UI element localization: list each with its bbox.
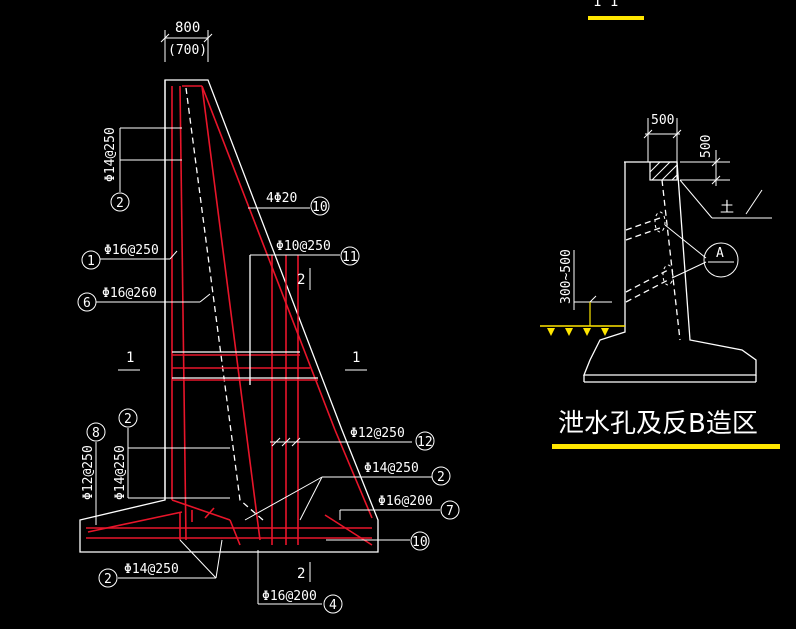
marker-2-mid: 2 bbox=[124, 412, 132, 427]
wall-dashed-line bbox=[185, 87, 264, 521]
marker-2-bottom: 2 bbox=[104, 572, 112, 587]
marker-4: 4 bbox=[329, 598, 337, 613]
callout-bar-10-bottom: 10 bbox=[326, 531, 430, 551]
reinforcement-bars bbox=[86, 85, 373, 546]
section-2-bottom-label: 2 bbox=[297, 566, 305, 582]
detail-header-underline bbox=[588, 16, 644, 20]
top-width-alt-value: (700) bbox=[168, 43, 207, 58]
bar-2-bottom-note: Φ14@250 bbox=[124, 562, 179, 577]
marker-12: 12 bbox=[417, 435, 433, 450]
section-2-top-label: 2 bbox=[297, 272, 305, 288]
detail-dim-vertical: 300~500 bbox=[559, 249, 574, 304]
marker-8: 8 bbox=[92, 426, 100, 441]
top-width-dimension: 800 (700) bbox=[160, 20, 213, 62]
callout-bar-8: 8 Φ12@250 bbox=[81, 422, 106, 525]
bar-8-note: Φ12@250 bbox=[81, 445, 96, 500]
bar-1-note: Φ16@250 bbox=[104, 243, 159, 258]
marker-10-bottom: 10 bbox=[412, 535, 428, 550]
detail-dim-top: 500 bbox=[651, 113, 674, 128]
callout-bar-2-bottom: Φ14@250 2 bbox=[98, 539, 223, 588]
detail-dim-side: 500 bbox=[699, 135, 714, 158]
callout-bar-2-top: Φ14@250 2 bbox=[103, 127, 182, 212]
marker-2-top: 2 bbox=[116, 196, 124, 211]
drain-pipe-upper bbox=[625, 217, 661, 231]
callout-bar-1: Φ16@250 1 bbox=[81, 243, 178, 270]
callout-bar-4: Φ16@200 4 bbox=[257, 550, 343, 614]
detail-soil-label: 土 bbox=[720, 200, 734, 216]
detail-callout-circle bbox=[703, 242, 739, 278]
callout-bar-2-right: Φ14@250 2 bbox=[244, 461, 451, 521]
marker-11: 11 bbox=[342, 250, 358, 265]
marker-10-top: 10 bbox=[312, 200, 328, 215]
callout-bar-7: Φ16@200 7 bbox=[339, 494, 460, 520]
marker-7: 7 bbox=[446, 504, 454, 519]
retaining-wall-section: 800 (700) bbox=[77, 20, 460, 614]
detail-inner-dash bbox=[661, 179, 681, 341]
bar-2-right-note: Φ14@250 bbox=[364, 461, 419, 476]
section-1-left-label: 1 bbox=[126, 350, 134, 366]
callout-bar-10-top: 4Φ20 10 bbox=[248, 191, 330, 216]
marker-6: 6 bbox=[83, 296, 91, 311]
bar-10-note: 4Φ20 bbox=[266, 191, 297, 206]
wall-concrete-outline bbox=[79, 79, 379, 553]
detail-wall-outline bbox=[583, 161, 757, 376]
bar-12-note: Φ12@250 bbox=[350, 426, 405, 441]
detail-title: 泄水孔及反B造区 bbox=[558, 409, 758, 439]
top-width-value: 800 bbox=[175, 20, 200, 36]
bar-7-note: Φ16@200 bbox=[378, 494, 433, 509]
callout-bar-6: Φ16@260 6 bbox=[77, 286, 211, 312]
callout-bar-12: Φ12@250 12 bbox=[270, 426, 435, 451]
bar-2-mid-note: Φ14@250 bbox=[113, 445, 128, 500]
detail-title-underline bbox=[552, 444, 780, 449]
drain-pipe-lower bbox=[625, 269, 669, 293]
water-level-markers bbox=[547, 328, 609, 336]
marker-2-right: 2 bbox=[437, 470, 445, 485]
bar-4-note: Φ16@200 bbox=[262, 589, 317, 604]
bar-11-note: Φ10@250 bbox=[276, 239, 331, 254]
bar-2-top-note: Φ14@250 bbox=[103, 127, 118, 182]
detail-callout-letter: A bbox=[716, 246, 724, 261]
drain-hole-detail: 1 1 500 500 bbox=[540, 0, 780, 449]
section-1-right-label: 1 bbox=[352, 350, 360, 366]
bar-6-note: Φ16@260 bbox=[102, 286, 157, 301]
callout-bar-2-mid: 2 Φ14@250 bbox=[113, 408, 230, 500]
marker-1: 1 bbox=[87, 254, 95, 269]
detail-header: 1 1 bbox=[593, 0, 618, 10]
callout-bar-11: Φ10@250 11 bbox=[250, 239, 360, 266]
